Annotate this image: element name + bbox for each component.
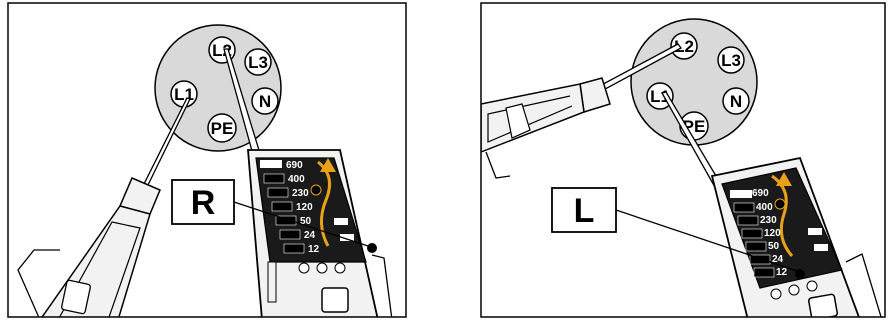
right-contact-n-label: N xyxy=(730,92,742,111)
left-indicator-r xyxy=(367,243,377,253)
right-contact-l3: L3 xyxy=(718,47,744,73)
right-scale-50: 50 xyxy=(768,241,780,252)
left-probe xyxy=(18,98,190,320)
right-tester-button xyxy=(808,294,837,320)
right-scale-690: 690 xyxy=(752,188,769,199)
left-contact-n: N xyxy=(252,88,278,114)
left-contact-l3-label: L3 xyxy=(248,53,268,72)
right-scale-120: 120 xyxy=(764,228,781,239)
right-scale-400: 400 xyxy=(756,202,773,213)
left-tester-button xyxy=(322,288,348,312)
right-contact-n: N xyxy=(723,88,749,114)
left-scale-690: 690 xyxy=(286,160,303,171)
left-probe-handle xyxy=(40,206,150,320)
left-scale-230: 230 xyxy=(292,188,309,199)
left-contact-pe-label: PE xyxy=(211,119,234,138)
left-contact-pe: PE xyxy=(208,114,236,142)
left-scale-12: 12 xyxy=(308,244,320,255)
right-scale-230: 230 xyxy=(760,215,777,226)
right-callout-label: L xyxy=(574,192,595,230)
right-probe-handle xyxy=(481,84,584,152)
left-scale-24: 24 xyxy=(304,230,316,241)
left-contact-l3: L3 xyxy=(245,49,271,75)
right-panel: L2 L3 L1 N PE xyxy=(481,3,885,320)
right-socket: L2 L3 L1 N PE xyxy=(631,19,757,145)
left-scale-120: 120 xyxy=(296,202,313,213)
left-callout-label: R xyxy=(191,184,216,222)
right-scale-12: 12 xyxy=(776,267,788,278)
left-contact-n-label: N xyxy=(259,92,271,111)
left-scale-400: 400 xyxy=(288,174,305,185)
left-panel: L1 L2 L3 N PE xyxy=(8,3,406,320)
right-contact-l3-label: L3 xyxy=(721,51,741,70)
left-contact-l1-label: L1 xyxy=(174,85,194,104)
